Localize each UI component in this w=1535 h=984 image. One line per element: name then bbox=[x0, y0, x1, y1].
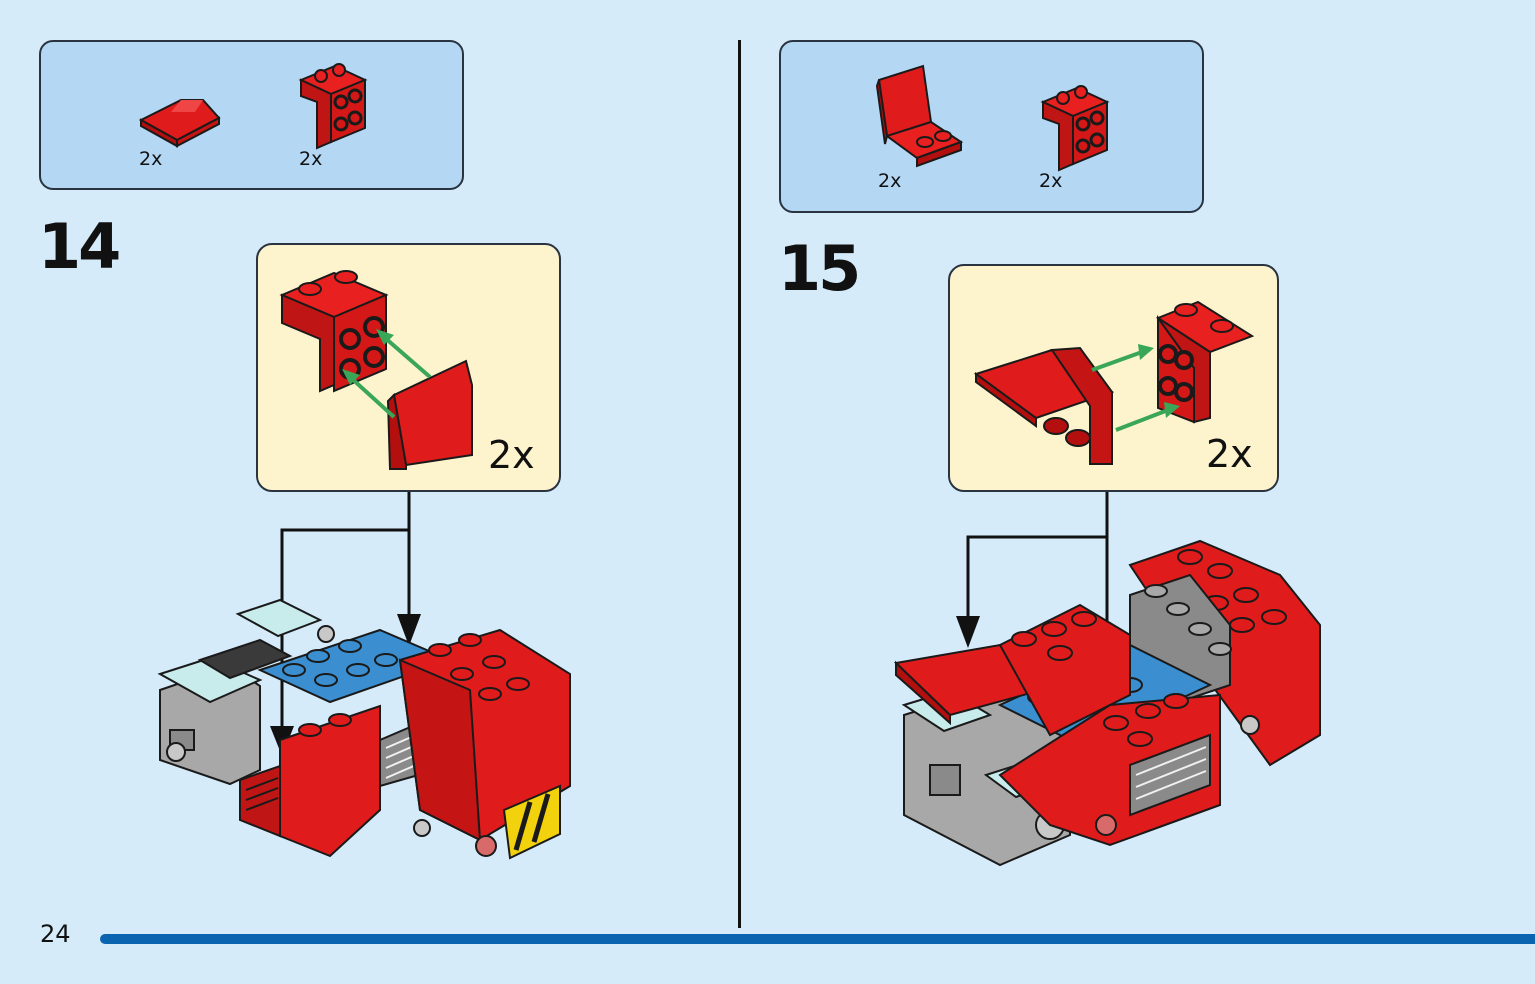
step-15-sub-assembly-callout: 2x bbox=[948, 264, 1279, 492]
sub-assembly-illustration bbox=[279, 270, 473, 470]
step-number: 15 bbox=[778, 232, 861, 305]
part-qty: 2x bbox=[139, 148, 163, 170]
step-15-parts-list: 2x 2x bbox=[779, 40, 1204, 213]
step-number: 14 bbox=[38, 210, 121, 283]
page-footer-bar bbox=[100, 934, 1535, 944]
step-14-model-illustration bbox=[157, 598, 571, 860]
step-15-model-illustration bbox=[893, 539, 1321, 867]
sub-assembly-illustration bbox=[973, 300, 1255, 465]
red-bracket-icon bbox=[1040, 85, 1110, 172]
step-divider bbox=[738, 40, 741, 928]
step-14-parts-list: 2x 2x bbox=[39, 40, 464, 190]
part-qty: 2x bbox=[878, 170, 902, 192]
part-qty: 2x bbox=[1039, 170, 1063, 192]
callout-quantity: 2x bbox=[488, 433, 535, 477]
red-slope-tile-icon bbox=[138, 99, 221, 148]
step-14-sub-assembly-callout: 2x bbox=[256, 243, 561, 492]
page-number: 24 bbox=[40, 920, 71, 948]
red-bracket-icon bbox=[298, 63, 368, 150]
red-seat-icon bbox=[875, 64, 964, 168]
callout-quantity: 2x bbox=[1206, 432, 1253, 476]
part-qty: 2x bbox=[299, 148, 323, 170]
